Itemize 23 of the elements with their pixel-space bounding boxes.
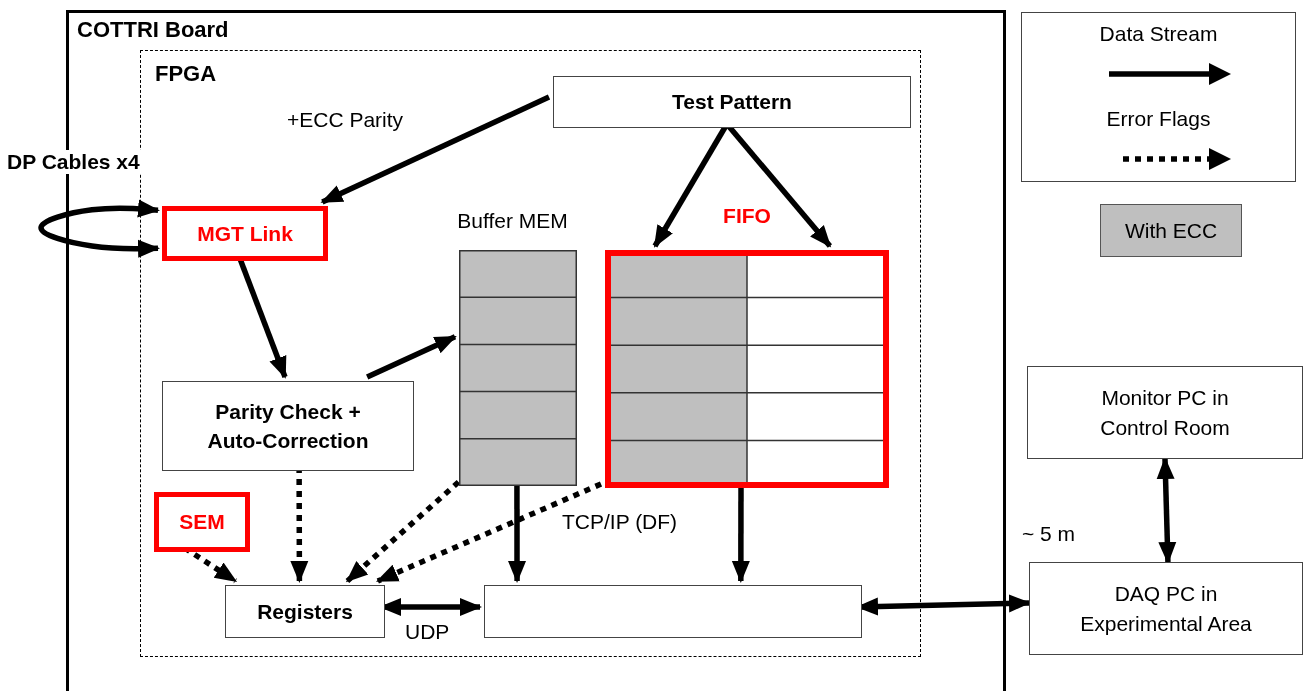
legend-text: Error Flags [1105,107,1212,131]
fpga-region [140,50,921,657]
legend-text: Data Stream [1098,22,1219,46]
arrow [38,199,160,258]
edge-label: DP Cables x4 [5,150,142,174]
process-box: DAQ PC in Experimental Area [1029,562,1303,655]
process-box: Test Pattern [553,76,911,128]
process-box: SEM [154,492,250,552]
process-box: Registers [225,585,385,638]
block-heading: FIFO [722,204,772,228]
arrow [1156,457,1177,564]
dotted-arrow [375,481,603,584]
process-box: MGT Link [162,206,328,261]
process-box: Parity Check + Auto-Correction [162,381,414,471]
dotted-arrow [345,479,461,584]
legend-swatch: With ECC [1100,204,1242,257]
arrow [320,94,551,205]
arrow [366,334,457,380]
process-box: Monitor PC in Control Room [1027,366,1303,459]
region-title: COTTRI Board [77,17,229,43]
empty-box [484,585,862,638]
region-title: FPGA [155,61,217,87]
block-heading: Buffer MEM [456,209,569,233]
